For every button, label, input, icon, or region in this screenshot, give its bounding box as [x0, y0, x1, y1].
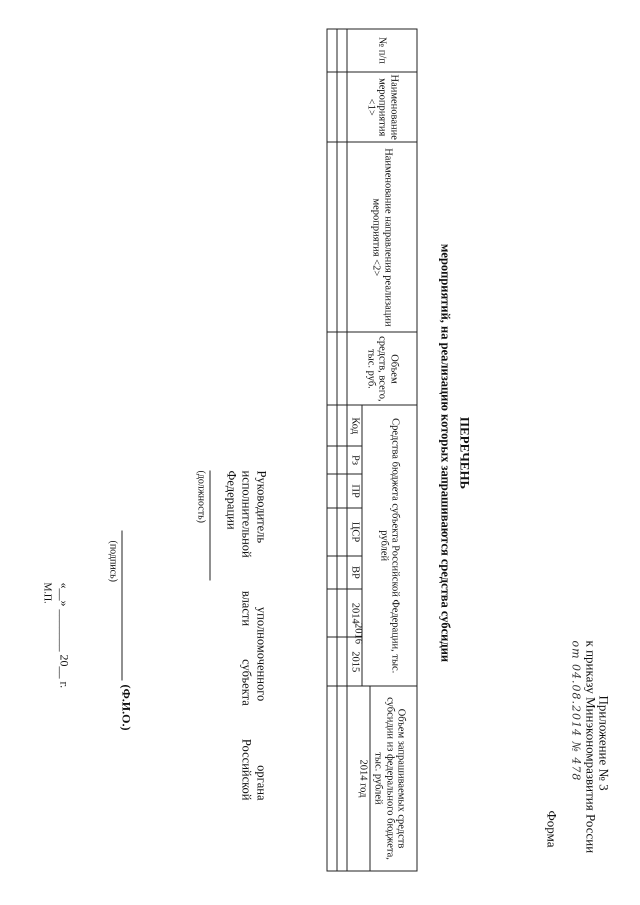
header-pr: ПР	[346, 473, 362, 508]
header-num: № п/п	[346, 28, 417, 72]
order-reference: к приказу Минэкономразвития России	[583, 640, 598, 853]
stamp-label: М.П.	[41, 582, 52, 604]
header-federal-year: 2014 год	[356, 686, 370, 870]
head-line-1: Руководитель уполномоченного органа	[254, 470, 268, 800]
date-line: «__» _______ 20__ г.	[57, 582, 71, 688]
handwritten-date: от 04.08.2014 № 478	[569, 640, 582, 781]
signature-line	[121, 530, 122, 680]
fio-label: (Ф.И.О.)	[119, 684, 133, 730]
table-row	[336, 28, 347, 871]
header-year-2016: 2016	[352, 622, 363, 644]
appendix-header: Приложение № 3 к приказу Минэкономразвит…	[569, 640, 611, 880]
header-regional: Средства бюджета субъекта Российской Фед…	[361, 404, 417, 686]
document-subtitle: мероприятий, на реализацию которых запра…	[438, 243, 452, 662]
signature-label: (подпись)	[107, 540, 118, 582]
header-rz: Рз	[346, 445, 362, 474]
header-vr: ВР	[346, 555, 362, 589]
form-label: Форма	[544, 810, 559, 847]
header-total: Объем средств, всего, тыс. руб.	[346, 331, 417, 405]
header-code: Код	[346, 404, 362, 446]
appendix-number: Приложение № 3	[596, 695, 611, 791]
header-federal-label: Объем запрашиваемых средств субсидии из …	[372, 696, 407, 860]
table-row	[326, 28, 337, 871]
head-line-3: Федерации	[224, 470, 238, 530]
document-title: ПЕРЕЧЕНЬ	[457, 416, 472, 489]
position-line	[209, 470, 210, 580]
header-federal: Объем запрашиваемых средств субсидии из …	[346, 685, 417, 871]
head-line-2: исполнительной власти субъекта Российско…	[239, 470, 253, 800]
events-table: № п/п Наименование мероприятия <1> Наиме…	[326, 28, 417, 871]
header-csr: ЦСР	[346, 507, 362, 556]
header-direction: Наименование направления реализации меро…	[346, 141, 417, 332]
position-label: (должность)	[195, 470, 206, 523]
header-event: Наименование мероприятия <1>	[346, 71, 417, 142]
